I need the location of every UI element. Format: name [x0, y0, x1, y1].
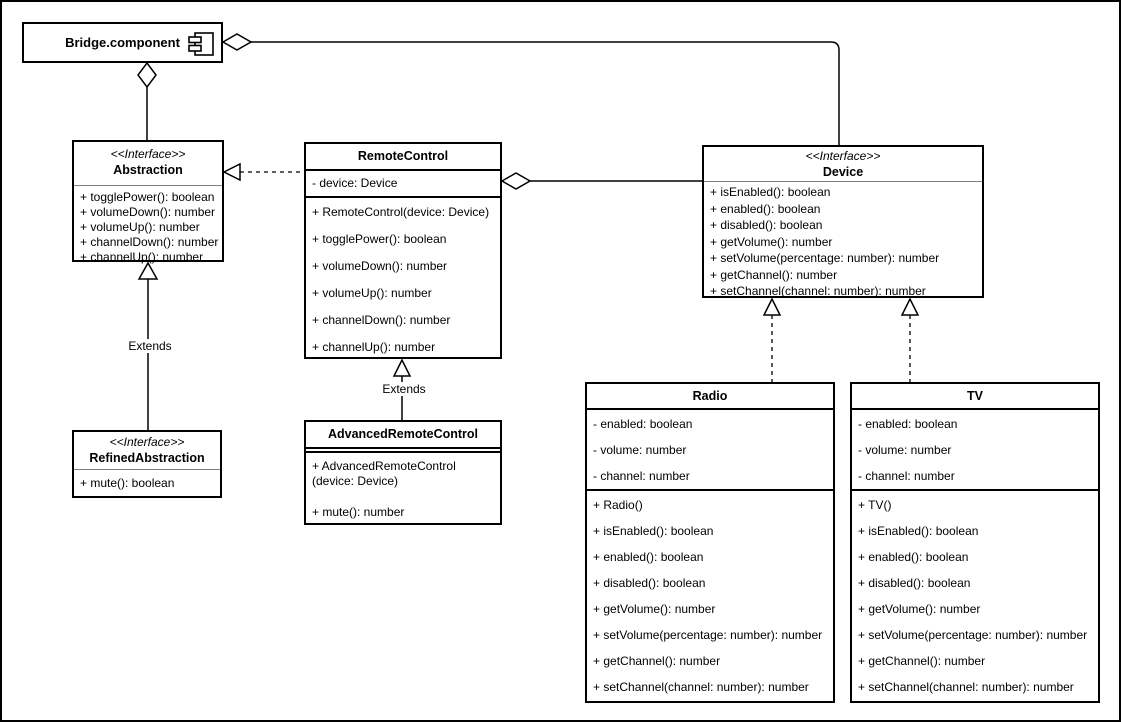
method: + setVolume(percentage: number): number: [710, 251, 940, 265]
method: + togglePower(): boolean: [80, 190, 215, 204]
method: + RemoteControl(device: Device): [312, 205, 490, 219]
method: + isEnabled(): boolean: [593, 524, 714, 538]
attribute: - volume: number: [593, 443, 687, 457]
class-tv: TV - enabled: boolean - volume: number -…: [850, 382, 1100, 703]
extends-label-remote: Extends: [372, 382, 436, 396]
method: + getVolume(): number: [710, 234, 833, 249]
methods-section: + RemoteControl(device: Device) + toggle…: [306, 196, 500, 361]
attribute: - channel: number: [858, 469, 955, 483]
abstraction-refined-triangle: [137, 261, 159, 280]
component-bridge: Bridge.component: [22, 22, 223, 63]
remote-abstraction-triangle: [222, 162, 241, 182]
method: + TV(): [858, 498, 892, 512]
class-header: <<Interface>> Abstraction: [74, 142, 222, 185]
stereotype-label: <<Interface>>: [109, 435, 185, 449]
class-title: TV: [967, 389, 983, 403]
methods-section: + AdvancedRemoteControl (device: Device)…: [306, 451, 500, 520]
attributes-section: - enabled: boolean - volume: number - ch…: [852, 408, 1098, 489]
class-title: RemoteControl: [357, 149, 449, 163]
methods-section: + mute(): boolean: [74, 469, 220, 491]
method: + enabled(): boolean: [593, 550, 704, 564]
method: + disabled(): boolean: [710, 218, 823, 232]
class-title: Device: [822, 165, 864, 179]
component-title: Bridge.component: [65, 35, 180, 50]
method: + setChannel(channel: number): number: [593, 680, 809, 694]
class-header: <<Interface>> RefinedAbstraction: [74, 432, 220, 469]
bridge-abstraction-aggregation-diamond: [137, 61, 157, 89]
method: + volumeUp(): number: [312, 286, 432, 300]
method: + getChannel(): number: [593, 654, 721, 668]
class-header: <<Interface>> Device: [704, 147, 982, 181]
class-radio: Radio - enabled: boolean - volume: numbe…: [585, 382, 835, 703]
method: + getVolume(): number: [858, 602, 981, 616]
class-title: Radio: [692, 389, 728, 403]
method: + channelUp(): number: [312, 340, 436, 354]
method: + mute(): number: [312, 505, 405, 519]
class-advanced-remote-control: AdvancedRemoteControl + AdvancedRemoteCo…: [304, 420, 502, 525]
method: + setChannel(channel: number): number: [710, 284, 926, 298]
method: + Radio(): [593, 498, 643, 512]
extends-label-abstraction: Extends: [118, 339, 182, 353]
method: + channelDown(): number: [80, 235, 219, 249]
attribute: - channel: number: [593, 469, 690, 483]
uml-component-icon: [188, 32, 214, 56]
class-title: Abstraction: [113, 163, 183, 177]
attribute: - enabled: boolean: [593, 417, 693, 431]
attribute: - device: Device: [312, 176, 398, 190]
method: + AdvancedRemoteControl (device: Device): [312, 459, 456, 488]
method: + isEnabled(): boolean: [710, 185, 831, 199]
remote-advanced-triangle: [392, 358, 412, 377]
method: + setVolume(percentage: number): number: [858, 628, 1088, 642]
method: + disabled(): boolean: [593, 576, 706, 590]
device-radio-triangle: [762, 297, 782, 316]
class-abstraction: <<Interface>> Abstraction + togglePower(…: [72, 140, 224, 265]
method: + getChannel(): number: [710, 267, 838, 282]
method: + setVolume(percentage: number): number: [593, 628, 823, 642]
method: + volumeUp(): number: [80, 220, 200, 234]
stereotype-label: <<Interface>>: [805, 149, 881, 163]
method: + volumeDown(): number: [312, 259, 448, 273]
methods-section: + Radio() + isEnabled(): boolean + enabl…: [587, 489, 833, 700]
class-refined-abstraction: <<Interface>> RefinedAbstraction + mute(…: [72, 430, 222, 498]
attribute: - enabled: boolean: [858, 417, 958, 431]
bridge-device-aggregation-diamond: [221, 33, 253, 51]
bridge-device-line: [251, 41, 840, 145]
attribute: - volume: number: [858, 443, 952, 457]
methods-section: + isEnabled(): boolean + enabled(): bool…: [704, 181, 982, 300]
attributes-section-empty: [306, 447, 500, 451]
method: + getVolume(): number: [593, 602, 716, 616]
remote-device-aggregation-diamond: [500, 172, 532, 190]
method: + channelUp(): number: [80, 250, 204, 264]
method: + channelDown(): number: [312, 313, 451, 327]
method: + isEnabled(): boolean: [858, 524, 979, 538]
method: + togglePower(): boolean: [312, 232, 447, 246]
attributes-section: - enabled: boolean - volume: number - ch…: [587, 408, 833, 489]
method: + volumeDown(): number: [80, 205, 216, 219]
class-title: RefinedAbstraction: [89, 451, 205, 465]
method: + getChannel(): number: [858, 654, 986, 668]
device-tv-triangle: [900, 297, 920, 316]
class-remote-control: RemoteControl - device: Device + RemoteC…: [304, 142, 502, 359]
methods-section: + togglePower(): boolean + volumeDown():…: [74, 185, 222, 265]
class-title: AdvancedRemoteControl: [327, 427, 479, 441]
attributes-section: - device: Device: [306, 169, 500, 196]
method: + enabled(): boolean: [710, 201, 821, 216]
stereotype-label: <<Interface>>: [110, 147, 186, 161]
method: + setChannel(channel: number): number: [858, 680, 1074, 694]
methods-section: + TV() + isEnabled(): boolean + enabled(…: [852, 489, 1098, 700]
class-device: <<Interface>> Device + isEnabled(): bool…: [702, 145, 984, 298]
method: + disabled(): boolean: [858, 576, 971, 590]
method: + enabled(): boolean: [858, 550, 969, 564]
method: + mute(): boolean: [80, 476, 175, 490]
